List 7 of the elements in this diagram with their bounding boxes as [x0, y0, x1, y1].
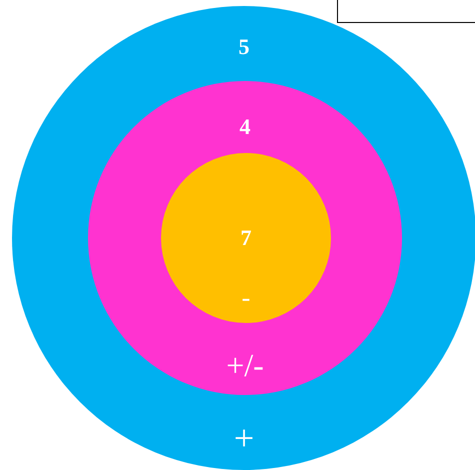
number-label: 7 [240, 227, 252, 249]
box-outline [337, 0, 475, 23]
sign-label: + [234, 420, 254, 456]
sign-label: +/- [226, 349, 264, 381]
number-label: 4 [240, 116, 250, 138]
number-label: 5 [238, 36, 250, 58]
sign-label: - [242, 285, 250, 311]
